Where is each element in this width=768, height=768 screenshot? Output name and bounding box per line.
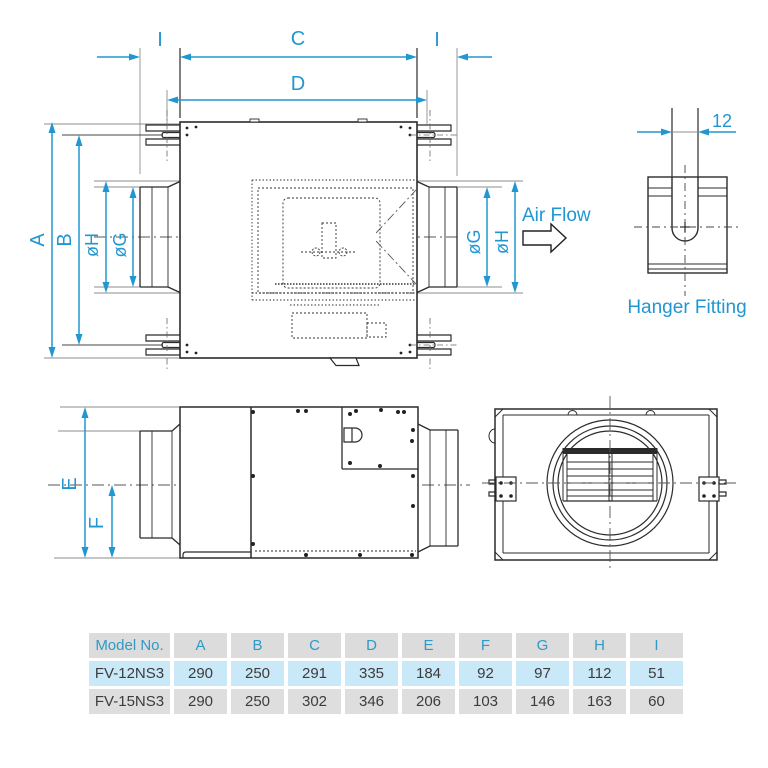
table-header-cell: F [459,633,512,658]
dim-label-i-right: I [434,29,440,51]
dim-label-f: F [86,517,108,529]
dim-label-i-left: I [157,29,163,51]
table-cell: 290 [174,661,227,686]
air-flow-label: Air Flow [522,205,591,226]
dim-label-oh-left: øH [82,233,102,257]
side-screws [251,408,415,557]
dim-label-og-right: øG [464,230,484,255]
hanger-fitting-label: Hanger Fitting [627,297,746,318]
dim-label-oh-right: øH [492,230,512,254]
dim-label-c: C [291,28,305,50]
hanger-fitting-body [647,176,728,274]
cabinet-body-side [179,406,419,559]
top-edge-tab [249,118,260,123]
side-left-collar [139,423,181,546]
cabinet-body-top [179,121,418,359]
left-duct-collar [139,180,181,294]
side-right-collar [417,423,459,553]
table-cell: FV-15NS3 [89,689,170,714]
hanger-brackets [145,124,452,356]
top-edge-tab [357,118,368,123]
extension-lines [44,48,523,359]
bracket-centerlines [166,110,458,370]
side-view: E F [48,406,470,559]
table-header-cell: D [345,633,398,658]
end-bracket-screws [499,481,716,498]
hanger-fitting-detail: 12 Hanger Fitting [627,108,747,318]
table-cell: 97 [516,661,569,686]
dim-label-a: A [27,233,49,247]
fan-dimension-drawing: I C I D A B øH øG øG øH Air Flow 12 [27,28,747,572]
table-cell: 290 [174,689,227,714]
right-duct-collar [416,180,458,294]
table-header-cell: E [402,633,455,658]
table-cell: 92 [459,661,512,686]
conduit-tab [328,357,360,367]
table-cell: 291 [288,661,341,686]
hanger-centerlines [634,165,741,296]
end-centerlines [482,396,740,572]
table-cell: 206 [402,689,455,714]
dim-label-og-left: øG [110,233,130,258]
table-cell: 51 [630,661,683,686]
dim-label-b: B [54,233,76,246]
service-panel [182,407,418,558]
table-header-cell: B [231,633,284,658]
table-header-cell: C [288,633,341,658]
table-cell: 112 [573,661,626,686]
table-cell: 184 [402,661,455,686]
table-header-cell: I [630,633,683,658]
table-cell: 250 [231,689,284,714]
dimension-arrowheads [48,53,519,358]
table-header-cell: G [516,633,569,658]
screw-dots [185,125,412,355]
table-cell: 335 [345,661,398,686]
hidden-internal-parts [251,179,418,339]
table-cell: 60 [630,689,683,714]
dimension-lines [51,56,516,348]
table-header-cell: Model No. [89,633,170,658]
dim-label-d: D [291,73,305,95]
box-edge-extensions [179,48,418,118]
table-cell: 250 [231,661,284,686]
table-header-cell: H [573,633,626,658]
table-cell: 146 [516,689,569,714]
table-cell: 103 [459,689,512,714]
table-cell: FV-12NS3 [89,661,170,686]
dim-label-e: E [59,477,81,490]
table-header-cell: A [174,633,227,658]
keyhole-slot [343,427,363,443]
table-cell: 302 [288,689,341,714]
table-cell: 163 [573,689,626,714]
hanger-fold-lines [648,187,727,270]
top-view: I C I D A B øH øG øG øH Air Flow [27,28,591,370]
air-flow-arrow [522,222,568,254]
dim-label-12: 12 [712,111,732,131]
table-cell: 346 [345,689,398,714]
end-view [482,396,740,572]
